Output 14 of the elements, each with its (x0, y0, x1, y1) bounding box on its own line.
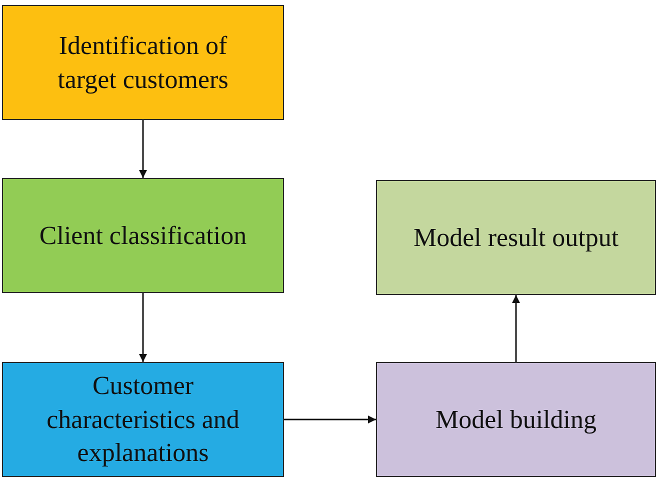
box-label: Identification of target customers (56, 30, 230, 96)
process-box (2, 178, 284, 293)
process-box (376, 180, 656, 295)
box-label: Customer characteristics and explanations (46, 370, 240, 470)
arrow (512, 295, 520, 362)
arrow (139, 120, 147, 178)
process-box (2, 5, 284, 120)
process-box (376, 362, 656, 477)
arrow (139, 293, 147, 362)
box-label: Model building (435, 404, 597, 436)
process-box (2, 362, 284, 477)
box-label: Model result output (413, 222, 619, 254)
arrow (284, 416, 376, 424)
box-label: Client classification (39, 220, 247, 252)
